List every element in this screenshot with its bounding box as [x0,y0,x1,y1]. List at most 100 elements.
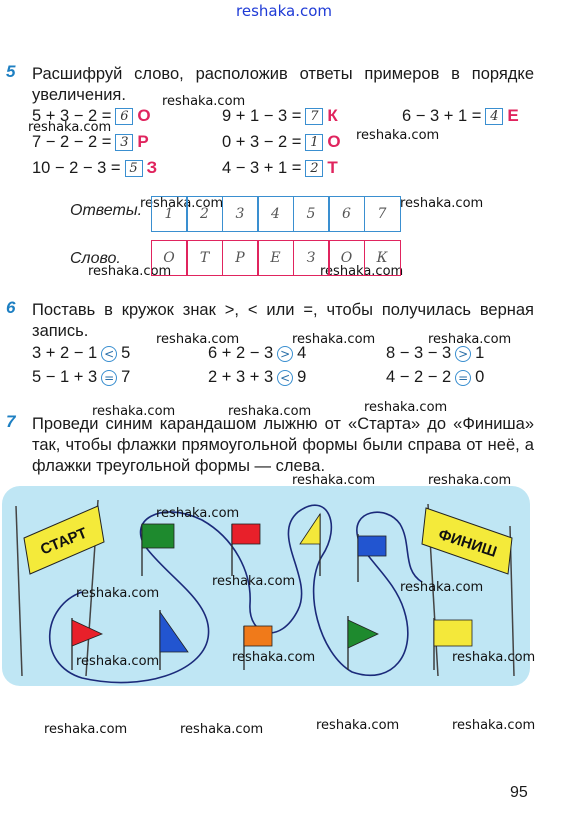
example-expression: 9 + 1 − 3 = [222,106,302,125]
watermark: reshaka.com [452,718,536,733]
ski-track-path [48,504,423,684]
sign-circle: < [277,369,294,386]
yellow-rectangular-flag [433,619,473,647]
sign-circle: = [455,369,472,386]
word-cell: Т [186,240,223,276]
watermark: reshaka.com [28,120,112,135]
watermark: reshaka.com [88,264,172,279]
example-letter: Р [137,132,149,151]
sign-circle: = [101,369,118,386]
example-4: 7 − 2 − 2 = 3 Р [32,132,149,152]
watermark: reshaka.com [140,196,224,211]
comparison-right: 7 [121,368,131,386]
task-number: 6 [6,298,16,317]
watermark: reshaka.com [228,404,312,419]
red-triangular-flag [71,619,104,647]
answer-box: 3 [115,133,134,151]
comparison-5: 2 + 3 + 3 < 9 [208,368,306,387]
watermark: reshaka.com [292,332,376,347]
example-expression: 4 − 3 + 1 = [222,158,302,177]
comparison-right: 5 [121,344,131,362]
example-3: 6 − 3 + 1 = 4 Е [402,106,519,126]
green-triangular-flag [347,619,379,649]
comparison-left: 4 − 2 − 2 [386,368,452,386]
watermark: reshaka.com [156,506,240,521]
watermark: reshaka.com [364,400,448,415]
word-cell: О [150,240,188,276]
task-text: Проведи синим карандашом лыжню от «Старт… [32,415,534,475]
answers-label: Ответы. [70,202,143,219]
comparison-right: 1 [475,344,485,362]
watermark: reshaka.com [428,332,512,347]
start-banner [23,505,105,575]
sign-circle: < [101,345,118,362]
ski-track-illustration: СТАРТ ФИНИШ [2,486,530,686]
watermark: reshaka.com [452,650,536,665]
answer-box: 1 [305,133,324,151]
page-number: 95 [510,784,528,801]
sign-circle: > [455,345,472,362]
word-cell: К [363,240,401,276]
comparison-6: 4 − 2 − 2 = 0 [386,368,484,387]
answer-box: 6 [115,107,134,125]
example-expression: 5 + 3 − 2 = [32,106,112,125]
watermark: reshaka.com [92,404,176,419]
example-expression: 10 − 2 − 3 = [32,158,121,177]
answers-cell: 6 [328,196,365,232]
watermark: reshaka.com [292,473,376,488]
answer-box: 7 [305,107,324,125]
task-text: Расшифруй слово, расположив ответы приме… [32,65,534,104]
watermark: reshaka.com [156,332,240,347]
answers-cell: 7 [363,196,401,232]
word-cell: З [292,240,330,276]
task-number: 5 [6,62,16,81]
watermark: reshaka.com [162,94,246,109]
example-2: 9 + 1 − 3 = 7 К [222,106,338,126]
sign-circle: > [277,345,294,362]
comparison-left: 5 − 1 + 3 [32,368,98,386]
watermark: reshaka.com [316,718,400,733]
comparison-1: 3 + 2 − 1 < 5 [32,344,130,363]
example-1: 5 + 3 − 2 = 6 О [32,106,151,126]
example-7: 4 − 3 + 1 = 2 Т [222,158,338,178]
watermark: reshaka.com [428,473,512,488]
answers-cell: 4 [257,196,294,232]
comparison-right: 0 [475,368,485,386]
task-text: Поставь в кружок знак >, < или =, чтобы … [32,301,534,340]
watermark: reshaka.com [400,580,484,595]
yellow-triangular-flag [299,512,321,545]
answers-cell: 1 [150,196,188,232]
word-cell: Е [257,240,294,276]
example-letter: О [327,132,341,151]
comparison-left: 6 + 2 − 3 [208,344,274,362]
red-rectangular-flag [231,523,261,545]
watermark: reshaka.com [44,722,128,737]
green-rectangular-flag [141,523,175,549]
answer-box: 2 [305,159,324,177]
comparison-right: 9 [297,368,307,386]
example-5: 0 + 3 − 2 = 1 О [222,132,341,152]
answers-cell: 2 [186,196,223,232]
word-cell: Р [221,240,259,276]
task-number: 7 [6,412,16,431]
word-label: Слово. [70,250,121,267]
orange-rectangular-flag [243,625,273,647]
comparison-left: 2 + 3 + 3 [208,368,274,386]
blue-rectangular-flag [357,535,387,557]
comparison-left: 8 − 3 − 3 [386,344,452,362]
watermark: reshaka.com [76,654,160,669]
example-6: 10 − 2 − 3 = 5 З [32,158,157,178]
comparison-left: 3 + 2 − 1 [32,344,98,362]
example-letter: З [146,158,158,177]
example-expression: 0 + 3 − 2 = [222,132,302,151]
watermark: reshaka.com [356,128,440,143]
answers-cell: 5 [292,196,330,232]
example-expression: 6 − 3 + 1 = [402,106,482,125]
watermark: reshaka.com [76,586,160,601]
illustration-background [2,486,530,686]
example-letter: Т [327,158,338,177]
watermark: reshaka.com [180,722,264,737]
watermark: reshaka.com [232,650,316,665]
comparison-right: 4 [297,344,307,362]
watermark: reshaka.com [212,574,296,589]
